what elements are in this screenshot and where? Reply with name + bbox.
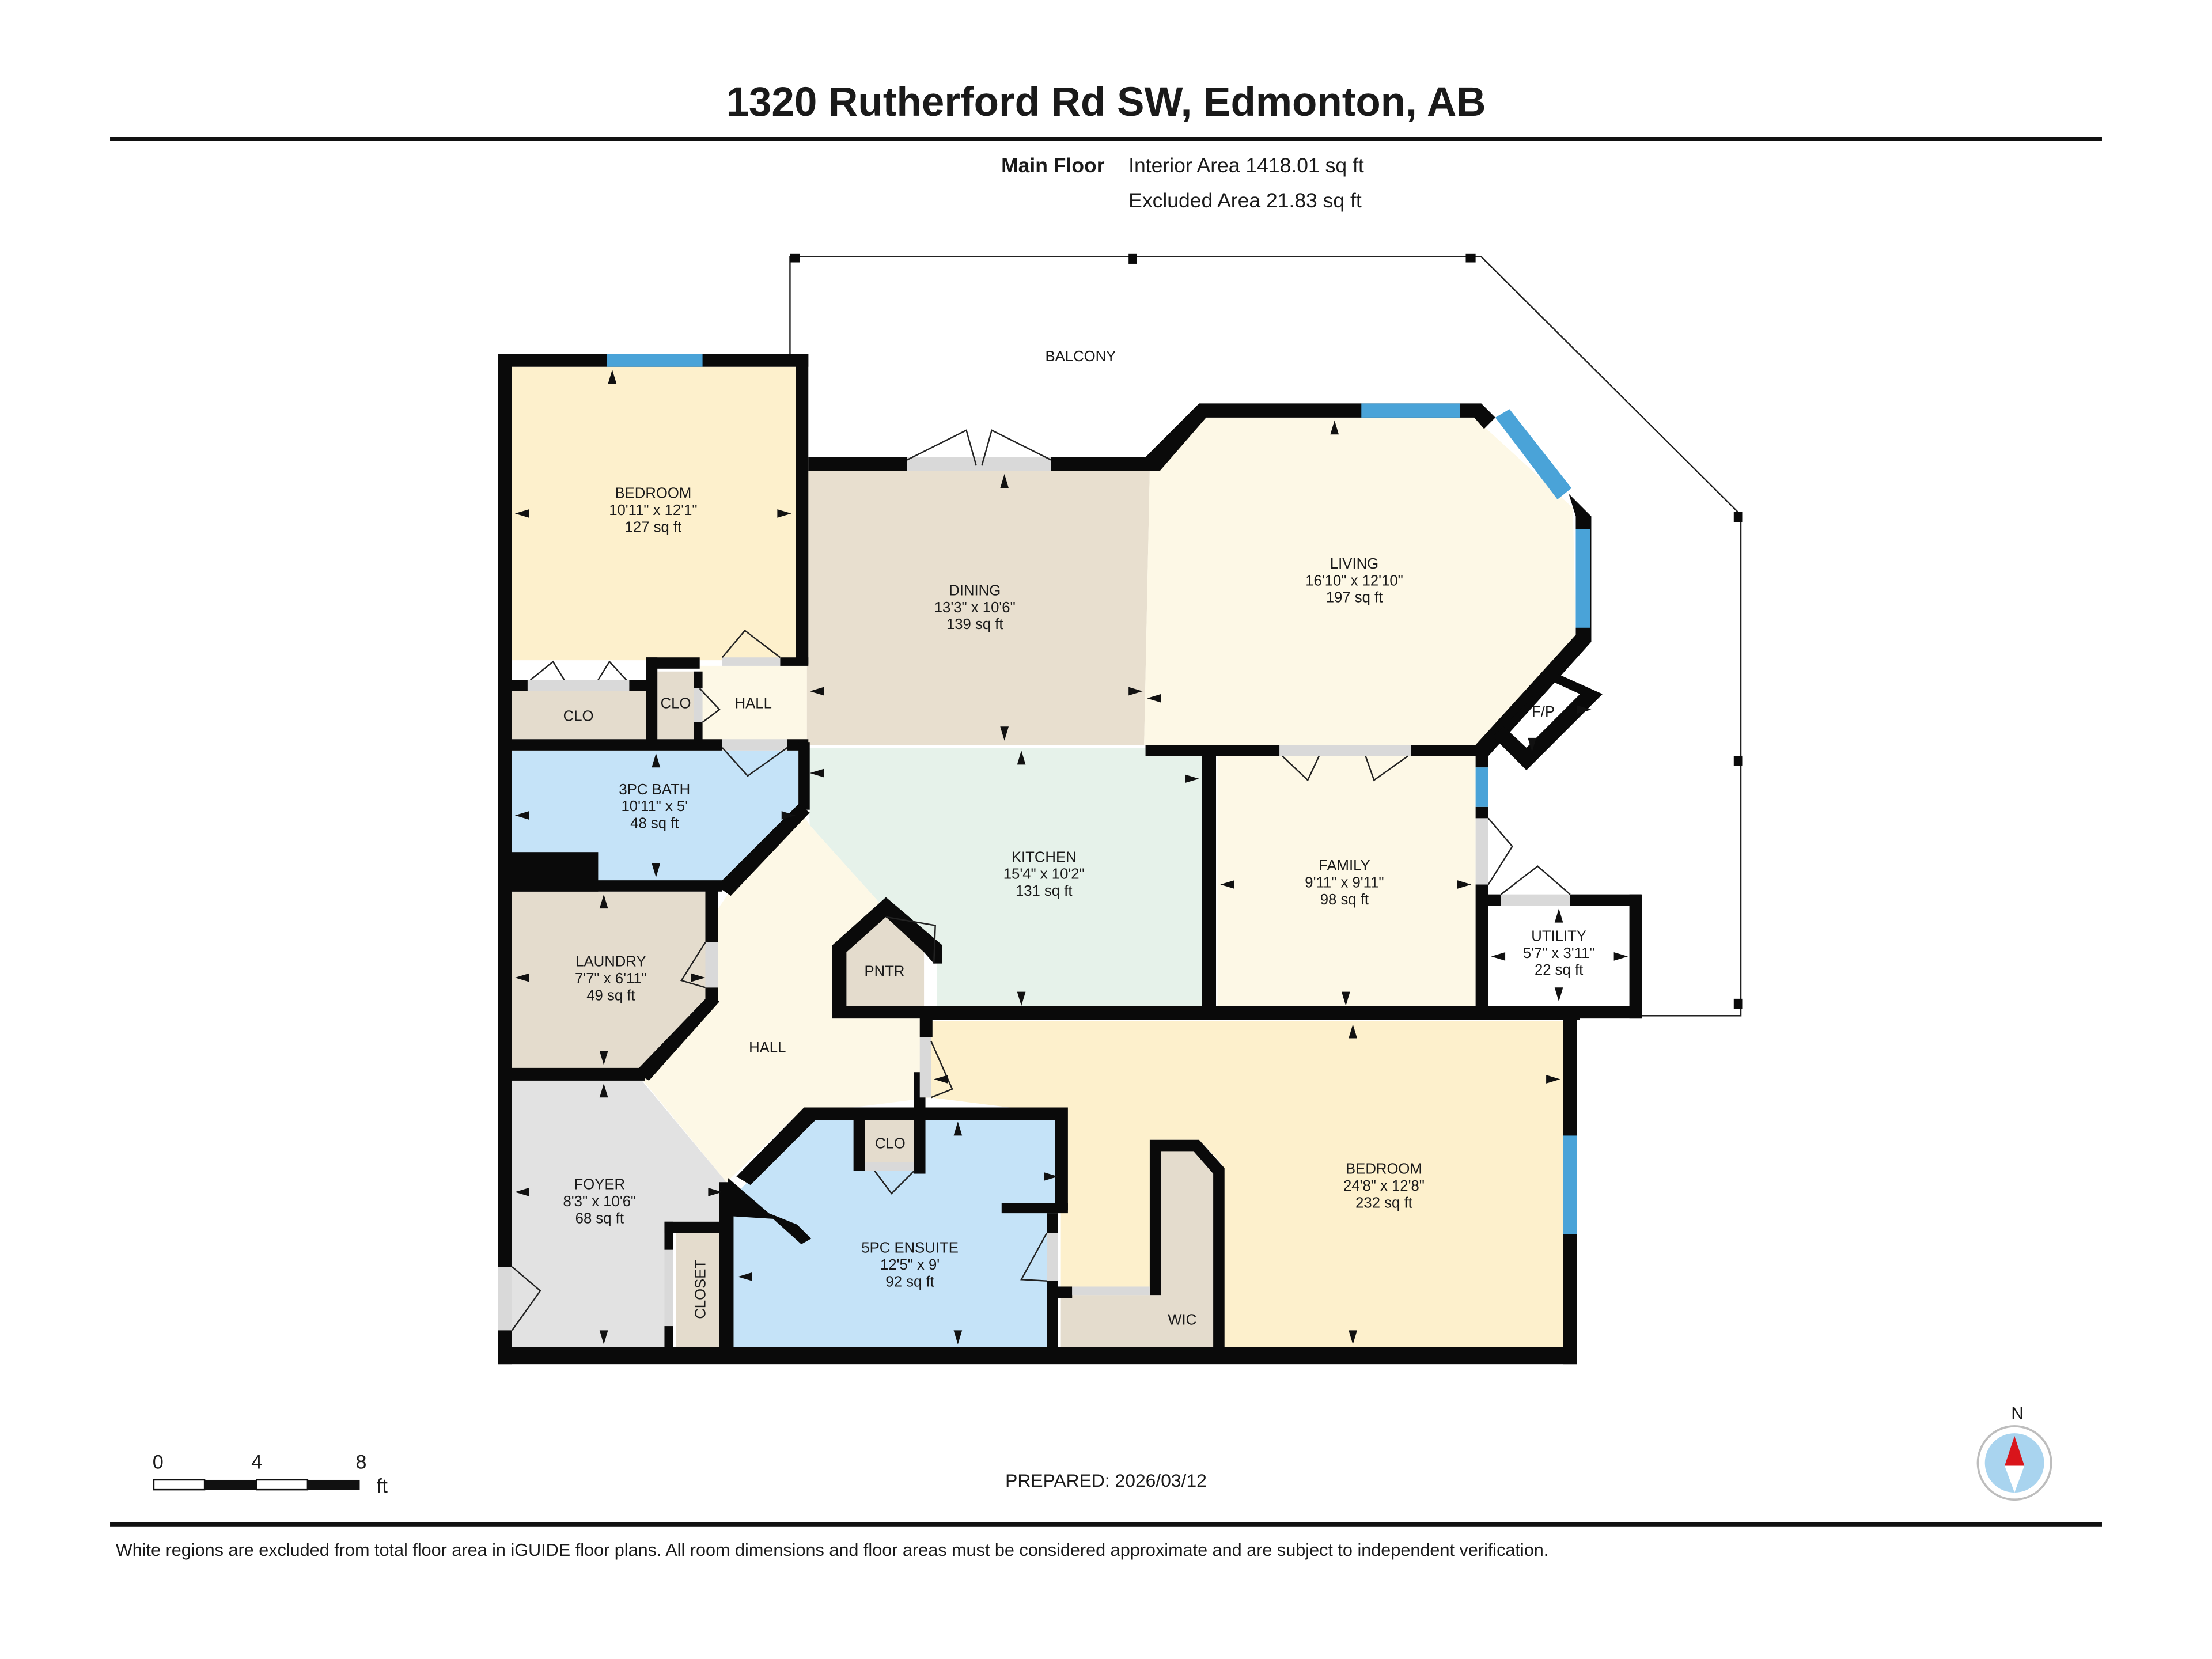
svg-text:0: 0 bbox=[153, 1451, 164, 1473]
svg-text:FAMILY: FAMILY bbox=[1319, 858, 1370, 874]
excluded-area: Excluded Area 21.83 sq ft bbox=[1128, 189, 1362, 212]
label-kitchen: KITCHEN 15'4" x 10'2" 131 sq ft bbox=[1003, 849, 1085, 899]
label-ensuite: 5PC ENSUITE 12'5" x 9' 92 sq ft bbox=[861, 1240, 959, 1290]
room-laundry bbox=[510, 891, 710, 1073]
svg-text:16'10" x 12'10": 16'10" x 12'10" bbox=[1305, 573, 1403, 589]
room-family bbox=[1217, 756, 1476, 1010]
interior-area: Interior Area 1418.01 sq ft bbox=[1128, 154, 1364, 177]
room-hall-1 bbox=[699, 665, 807, 743]
room-pntr bbox=[846, 910, 925, 1010]
label-clo-2: CLO bbox=[661, 695, 691, 711]
label-family: FAMILY 9'11" x 9'11" 98 sq ft bbox=[1305, 858, 1384, 908]
label-hall-2: HALL bbox=[749, 1040, 786, 1056]
label-fireplace: F/P bbox=[1532, 704, 1555, 720]
label-bedroom-2: BEDROOM 24'8" x 12'8" 232 sq ft bbox=[1343, 1161, 1425, 1211]
label-pantry: PNTR bbox=[865, 964, 905, 980]
room-clo-1 bbox=[510, 688, 646, 740]
svg-text:LIVING: LIVING bbox=[1330, 556, 1378, 572]
svg-text:13'3" x 10'6": 13'3" x 10'6" bbox=[934, 600, 1016, 616]
svg-text:5'7" x 3'11": 5'7" x 3'11" bbox=[1523, 945, 1595, 961]
svg-text:ft: ft bbox=[377, 1475, 388, 1497]
svg-text:LAUNDRY: LAUNDRY bbox=[575, 954, 646, 970]
svg-text:127 sq ft: 127 sq ft bbox=[625, 519, 682, 535]
svg-text:197 sq ft: 197 sq ft bbox=[1326, 590, 1383, 606]
room-living bbox=[1144, 417, 1576, 745]
room-dining bbox=[806, 471, 1150, 745]
svg-text:48 sq ft: 48 sq ft bbox=[630, 816, 679, 832]
label-bath-3pc: 3PC BATH 10'11" x 5' 48 sq ft bbox=[619, 782, 690, 832]
scale-bar: 0 4 8 ft bbox=[153, 1451, 388, 1497]
label-foyer: FOYER 8'3" x 10'6" 68 sq ft bbox=[563, 1176, 636, 1226]
svg-text:131 sq ft: 131 sq ft bbox=[1016, 883, 1073, 899]
page-title: 1320 Rutherford Rd SW, Edmonton, AB bbox=[726, 79, 1486, 125]
svg-text:FOYER: FOYER bbox=[574, 1176, 626, 1192]
label-wic: WIC bbox=[1168, 1312, 1196, 1328]
svg-text:232 sq ft: 232 sq ft bbox=[1355, 1195, 1412, 1211]
svg-text:3PC BATH: 3PC BATH bbox=[619, 782, 690, 798]
door-thresholds bbox=[498, 457, 1570, 1331]
label-clo-1: CLO bbox=[563, 708, 594, 724]
svg-text:8: 8 bbox=[355, 1451, 366, 1473]
svg-text:BEDROOM: BEDROOM bbox=[1346, 1161, 1422, 1177]
svg-text:12'5" x 9': 12'5" x 9' bbox=[880, 1257, 940, 1273]
svg-text:N: N bbox=[2011, 1404, 2023, 1423]
door-swings bbox=[511, 429, 1571, 1331]
svg-text:7'7" x 6'11": 7'7" x 6'11" bbox=[575, 971, 647, 987]
room-bedroom-1 bbox=[510, 366, 796, 661]
svg-text:4: 4 bbox=[251, 1451, 262, 1473]
svg-text:BEDROOM: BEDROOM bbox=[615, 485, 691, 501]
svg-text:5PC ENSUITE: 5PC ENSUITE bbox=[861, 1240, 959, 1256]
room-utility bbox=[1487, 904, 1633, 1006]
svg-text:DINING: DINING bbox=[949, 582, 1001, 599]
svg-text:8'3" x 10'6": 8'3" x 10'6" bbox=[563, 1194, 636, 1210]
svg-text:22 sq ft: 22 sq ft bbox=[1535, 962, 1583, 978]
label-laundry: LAUNDRY 7'7" x 6'11" 49 sq ft bbox=[575, 954, 647, 1004]
balcony: BALCONY bbox=[789, 253, 1743, 1017]
windows bbox=[607, 354, 1590, 1234]
svg-text:KITCHEN: KITCHEN bbox=[1012, 849, 1077, 865]
room-ensuite bbox=[733, 1117, 1065, 1347]
svg-text:10'11" x 12'1": 10'11" x 12'1" bbox=[609, 502, 697, 518]
footer-divider bbox=[110, 1522, 2102, 1527]
label-dining: DINING 13'3" x 10'6" 139 sq ft bbox=[934, 582, 1016, 632]
room-clo-3 bbox=[863, 1120, 917, 1171]
room-bedroom-2 bbox=[931, 1021, 1563, 1347]
svg-text:98 sq ft: 98 sq ft bbox=[1320, 892, 1369, 908]
room-kitchen bbox=[806, 747, 1202, 1010]
label-hall-1: HALL bbox=[735, 695, 772, 711]
label-bedroom-1: BEDROOM 10'11" x 12'1" 127 sq ft bbox=[609, 485, 697, 535]
room-wic bbox=[1060, 1149, 1217, 1347]
header-divider bbox=[110, 137, 2102, 141]
svg-text:24'8" x 12'8": 24'8" x 12'8" bbox=[1343, 1178, 1425, 1194]
room-closet bbox=[676, 1230, 727, 1347]
room-foyer bbox=[510, 1080, 727, 1347]
dimension-arrows bbox=[514, 369, 1628, 1344]
label-living: LIVING 16'10" x 12'10" 197 sq ft bbox=[1305, 556, 1403, 606]
svg-text:49 sq ft: 49 sq ft bbox=[586, 987, 635, 1003]
disclaimer: White regions are excluded from total fl… bbox=[116, 1540, 1548, 1560]
svg-text:15'4" x 10'2": 15'4" x 10'2" bbox=[1003, 866, 1085, 882]
svg-text:10'11" x 5': 10'11" x 5' bbox=[622, 798, 688, 815]
room-labels: BEDROOM 10'11" x 12'1" 127 sq ft DINING … bbox=[563, 485, 1594, 1328]
svg-text:68 sq ft: 68 sq ft bbox=[575, 1210, 624, 1226]
prepared-date: PREPARED: 2026/03/12 bbox=[1005, 1470, 1207, 1491]
room-hall-2 bbox=[642, 806, 931, 1183]
floor-label: Main Floor bbox=[1001, 154, 1105, 177]
label-clo-3: CLO bbox=[875, 1135, 906, 1152]
walls bbox=[498, 354, 1642, 1365]
svg-text:9'11" x 9'11": 9'11" x 9'11" bbox=[1305, 874, 1384, 891]
svg-text:92 sq ft: 92 sq ft bbox=[885, 1274, 934, 1290]
balcony-label: BALCONY bbox=[1045, 349, 1116, 365]
svg-text:139 sq ft: 139 sq ft bbox=[946, 616, 1003, 632]
label-utility: UTILITY 5'7" x 3'11" 22 sq ft bbox=[1523, 928, 1595, 978]
svg-text:UTILITY: UTILITY bbox=[1531, 928, 1586, 944]
label-closet: CLOSET bbox=[692, 1260, 709, 1319]
room-clo-2 bbox=[657, 671, 694, 740]
compass-icon: N bbox=[1976, 1404, 2052, 1501]
